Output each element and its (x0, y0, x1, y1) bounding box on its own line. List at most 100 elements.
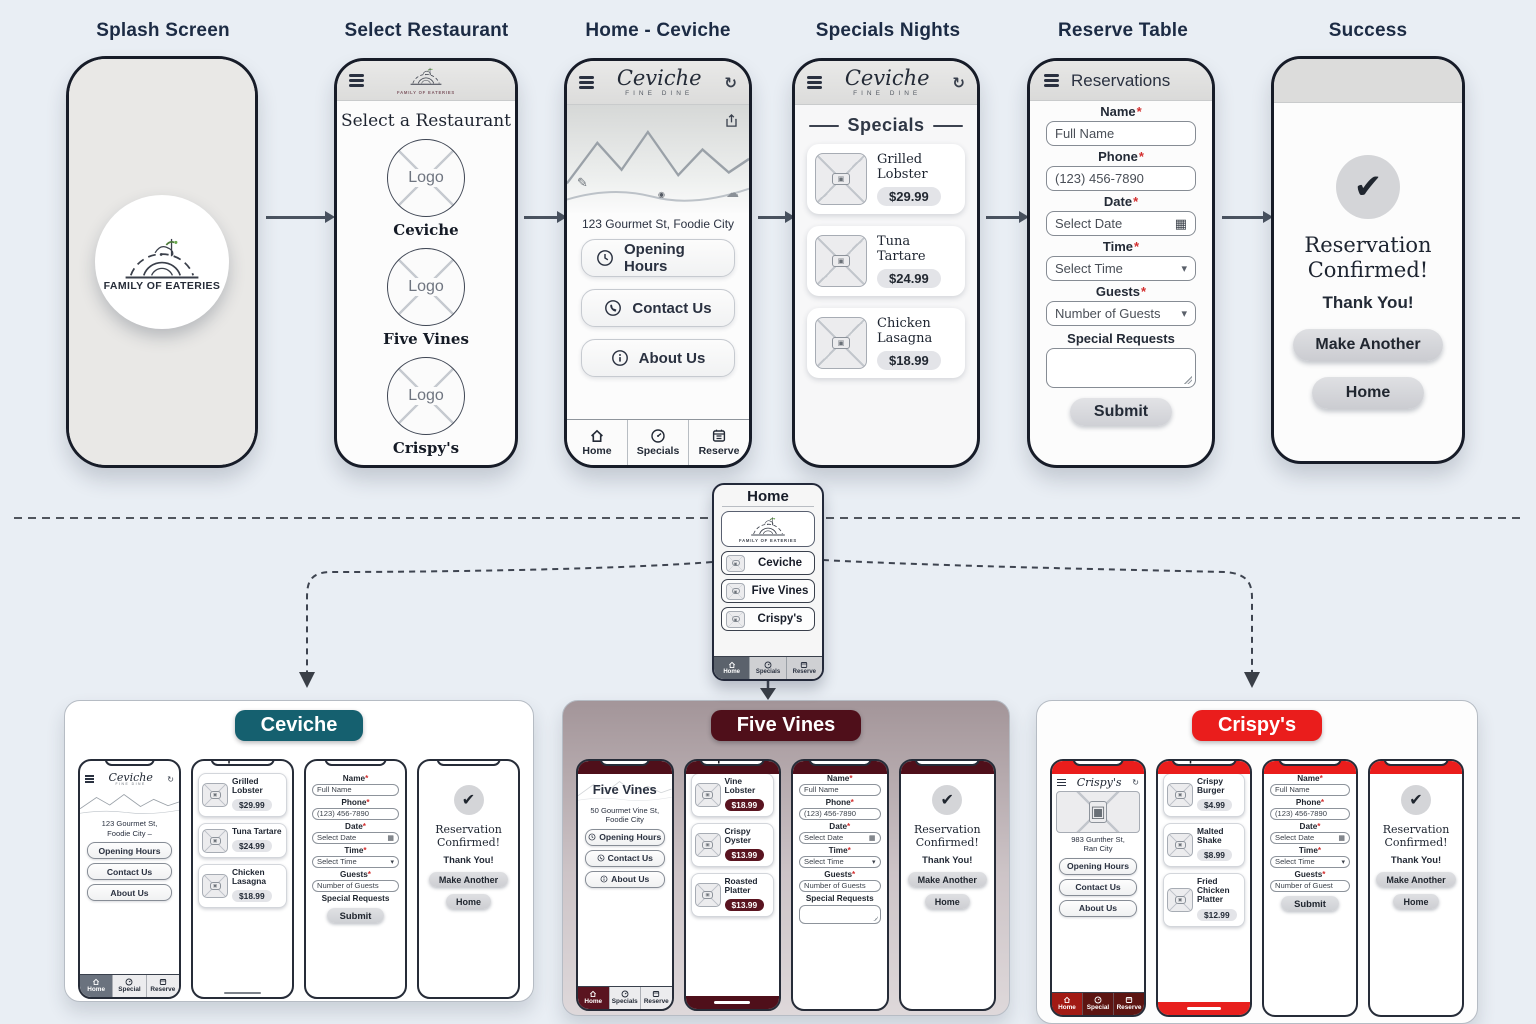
date-picker[interactable]: Select Date▦ (1046, 211, 1196, 236)
image-icon: ▣ (832, 255, 850, 267)
button-label: Opening Hours (1066, 861, 1130, 872)
refresh-icon[interactable]: ↻ (167, 774, 174, 784)
submit-button[interactable]: Submit (326, 907, 385, 923)
mini-header: Crispy's↻ (1052, 774, 1144, 789)
menu-icon[interactable] (1044, 73, 1059, 88)
about-us-button[interactable]: About Us (585, 870, 665, 888)
nav-reserve[interactable]: Reserve (785, 657, 822, 679)
nav-home[interactable]: Home (578, 987, 609, 1009)
nav-reserve[interactable]: Reserve (688, 420, 749, 465)
special-item-card[interactable]: ▣ Chicken Lasagna $18.99 (807, 308, 965, 378)
contact-us-button[interactable]: Contact Us (585, 849, 665, 867)
special-item-card[interactable]: ▣Fried Chicken Platter$12.99 (1163, 873, 1245, 927)
special-item-card[interactable]: ▣Chicken Lasagna$18.99 (198, 864, 287, 909)
required-mark: * (362, 821, 366, 831)
name-input[interactable] (1046, 121, 1196, 146)
nav-home[interactable]: Home (1052, 993, 1082, 1015)
nav-special[interactable]: Special (112, 975, 145, 997)
restaurant-option-crispys[interactable]: Logo Crispy's (337, 357, 515, 457)
nav-reserve[interactable]: Reserve (1113, 993, 1144, 1015)
hub-item-crispys[interactable]: ▣ Crispy's (721, 607, 815, 631)
restaurant-option-five-vines[interactable]: Logo Five Vines (337, 248, 515, 348)
refresh-icon[interactable]: ↻ (724, 74, 737, 92)
hub-item-five-vines[interactable]: ▣ Five Vines (721, 579, 815, 603)
make-another-button[interactable]: Make Another (1376, 872, 1456, 888)
phone-input[interactable]: (123) 456-7890 (799, 807, 881, 820)
dish-name: Chicken Lasagna (232, 867, 266, 887)
guests-select[interactable]: Number of Guest (1270, 879, 1350, 892)
date-picker[interactable]: Select Date▦ (1270, 831, 1350, 844)
about-us-button[interactable]: About Us (581, 339, 735, 377)
nav-specials[interactable]: Specials (749, 657, 785, 679)
time-select[interactable]: Select Time▾ (312, 855, 399, 868)
special-item-card[interactable]: ▣Roasted Platter$13.99 (690, 873, 774, 918)
opening-hours-button[interactable]: Opening Hours (585, 828, 665, 846)
special-item-card[interactable]: ▣ Tuna Tartare $24.99 (807, 226, 965, 296)
thumb-placeholder: ▣ (726, 554, 745, 572)
opening-hours-button[interactable]: Opening Hours (1059, 857, 1137, 875)
submit-button[interactable]: Submit (1069, 398, 1173, 426)
make-another-button[interactable]: Make Another (907, 872, 987, 888)
guests-select[interactable]: Number of Guests (799, 879, 881, 892)
special-requests-textarea[interactable] (1046, 348, 1196, 388)
special-requests-textarea[interactable] (799, 904, 881, 924)
special-item-card[interactable]: ▣Malted Shake$8.99 (1163, 823, 1245, 868)
menu-icon[interactable] (579, 75, 594, 90)
special-item-card[interactable]: ▣Crispy Oyster$13.99 (690, 823, 774, 868)
menu-icon[interactable] (85, 776, 94, 783)
phone-input[interactable]: (123) 456-7890 (312, 807, 399, 820)
location-dot-icon: ◉ (658, 190, 665, 199)
date-picker[interactable]: Select Date▦ (799, 831, 881, 844)
nav-special[interactable]: Special (1082, 993, 1113, 1015)
time-select[interactable]: Select Time▾ (1046, 256, 1196, 281)
about-us-button[interactable]: About Us (87, 884, 172, 902)
opening-hours-button[interactable]: Opening Hours (87, 842, 172, 860)
home-button[interactable]: Home (924, 894, 970, 910)
contact-us-button[interactable]: Contact Us (581, 289, 735, 327)
refresh-icon[interactable]: ↻ (1132, 778, 1139, 787)
menu-icon[interactable] (1057, 779, 1066, 786)
refresh-icon[interactable]: ↻ (952, 74, 965, 92)
nav-specials[interactable]: Specials (608, 987, 641, 1009)
nav-home[interactable]: Home (567, 420, 627, 465)
home-button[interactable]: Home (445, 894, 491, 910)
about-us-button[interactable]: About Us (1059, 899, 1137, 917)
nav-home[interactable]: Home (714, 657, 750, 679)
phone-input[interactable]: (123) 456-7890 (1270, 807, 1350, 820)
time-select[interactable]: Select Time▾ (799, 855, 881, 868)
date-picker[interactable]: Select Date▦ (312, 831, 399, 844)
guests-select[interactable]: Number of Guests▾ (1046, 301, 1196, 326)
nav-reserve[interactable]: Reserve (640, 987, 672, 1009)
make-another-button[interactable]: Make Another (1293, 329, 1443, 362)
submit-button[interactable]: Submit (1281, 896, 1339, 911)
menu-icon[interactable] (349, 73, 364, 88)
contact-us-button[interactable]: Contact Us (87, 863, 172, 881)
name-input[interactable]: Full Name (1270, 783, 1350, 796)
name-input[interactable]: Full Name (312, 783, 399, 796)
share-icon[interactable] (724, 113, 739, 133)
make-another-button[interactable]: Make Another (428, 872, 509, 888)
opening-hours-button[interactable]: Opening Hours (581, 239, 735, 277)
restaurant-option-ceviche[interactable]: Logo Ceviche (337, 139, 515, 239)
special-item-card[interactable]: ▣Grilled Lobster$29.99 (198, 773, 287, 818)
nav-home[interactable]: Home (80, 975, 113, 997)
home-button[interactable]: Home (1393, 894, 1439, 910)
time-select[interactable]: Select Time▾ (1270, 855, 1350, 868)
special-item-card[interactable]: ▣Crispy Burger$4.99 (1163, 773, 1245, 818)
special-item-card[interactable]: ▣ Grilled Lobster $29.99 (807, 144, 965, 214)
contact-us-button[interactable]: Contact Us (1059, 878, 1137, 896)
hub-item-ceviche[interactable]: ▣ Ceviche (721, 551, 815, 575)
required-mark: * (1320, 797, 1325, 807)
home-button[interactable]: Home (1311, 377, 1425, 410)
mini-screen-specials: Specials▣Vine Lobster$18.99▣Crispy Oyste… (683, 759, 781, 1011)
nav-specials[interactable]: Specials (627, 420, 688, 465)
menu-icon[interactable] (807, 75, 822, 90)
name-input[interactable]: Full Name (799, 783, 881, 796)
guests-select[interactable]: Number of Guests (312, 879, 399, 892)
special-item-card[interactable]: ▣Tuna Tartare$24.99 (198, 823, 287, 859)
special-item-card[interactable]: ▣Vine Lobster$18.99 (690, 773, 774, 818)
nav-reserve[interactable]: Reserve (145, 975, 179, 997)
image-placeholder: ▣ (1167, 783, 1193, 808)
phone-input[interactable] (1046, 166, 1196, 191)
